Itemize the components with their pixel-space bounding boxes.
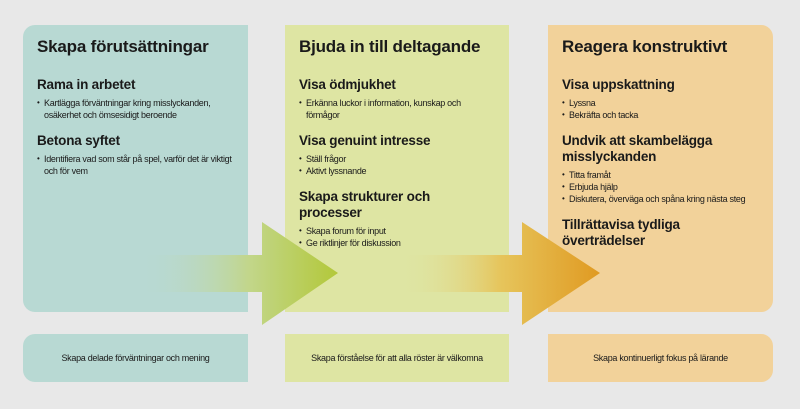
bullet-list: Skapa forum för input Ge riktlinjer för …	[299, 225, 495, 249]
bullet-item: Kartlägga förväntningar kring misslyckan…	[37, 97, 234, 121]
bullet-item: Lyssna	[562, 97, 759, 109]
bullet-item: Erkänna luckor i information, kunskap oc…	[299, 97, 495, 121]
column-respond-constructively: Reagera konstruktivt Visa uppskattning L…	[548, 25, 773, 312]
outcome-box: Skapa delade förväntningar och mening	[23, 334, 248, 382]
bullet-item: Ge riktlinjer för diskussion	[299, 237, 495, 249]
bullet-list: Lyssna Bekräfta och tacka	[562, 97, 759, 121]
column-title: Bjuda in till deltagande	[299, 37, 481, 56]
column-create-conditions: Skapa förutsättningar Rama in arbetet Ka…	[23, 25, 248, 312]
column-title: Reagera konstruktivt	[562, 37, 728, 56]
column-invite-participation: Bjuda in till deltagande Visa ödmjukhet …	[285, 25, 509, 312]
bullet-item: Erbjuda hjälp	[562, 181, 759, 193]
section-title: Tillrättavisa tydliga överträdelser	[562, 217, 680, 248]
bullet-item: Diskutera, överväga och spåna kring näst…	[562, 193, 759, 205]
bullet-item: Skapa forum för input	[299, 225, 495, 237]
section-title: Visa uppskattning	[562, 77, 675, 92]
section-title: Visa ödmjukhet	[299, 77, 396, 92]
outcome-box: Skapa förståelse för att alla röster är …	[285, 334, 509, 382]
outcome-text: Skapa delade förväntningar och mening	[61, 353, 210, 363]
bullet-list: Ställ frågor Aktivt lyssnande	[299, 153, 495, 177]
bullet-list: Erkänna luckor i information, kunskap oc…	[299, 97, 495, 121]
bullet-list: Titta framåt Erbjuda hjälp Diskutera, öv…	[562, 169, 759, 205]
bullet-item: Aktivt lyssnande	[299, 165, 495, 177]
section-title: Rama in arbetet	[37, 77, 136, 92]
bullet-list: Kartlägga förväntningar kring misslyckan…	[37, 97, 234, 121]
column-title: Skapa förutsättningar	[37, 37, 209, 56]
section-title: Betona syftet	[37, 133, 120, 148]
outcome-text: Skapa förståelse för att alla röster är …	[311, 353, 483, 363]
bullet-item: Ställ frågor	[299, 153, 495, 165]
bullet-list: Identifiera vad som står på spel, varför…	[37, 153, 234, 177]
outcome-text: Skapa kontinuerligt fokus på lärande	[593, 353, 728, 363]
outcome-box: Skapa kontinuerligt fokus på lärande	[548, 334, 773, 382]
section-title: Skapa strukturer och processer	[299, 189, 431, 220]
bullet-item: Bekräfta och tacka	[562, 109, 759, 121]
bullet-item: Identifiera vad som står på spel, varför…	[37, 153, 234, 177]
section-title: Undvik att skambelägga misslyckanden	[562, 133, 713, 164]
bullet-item: Titta framåt	[562, 169, 759, 181]
section-title: Visa genuint intresse	[299, 133, 431, 148]
